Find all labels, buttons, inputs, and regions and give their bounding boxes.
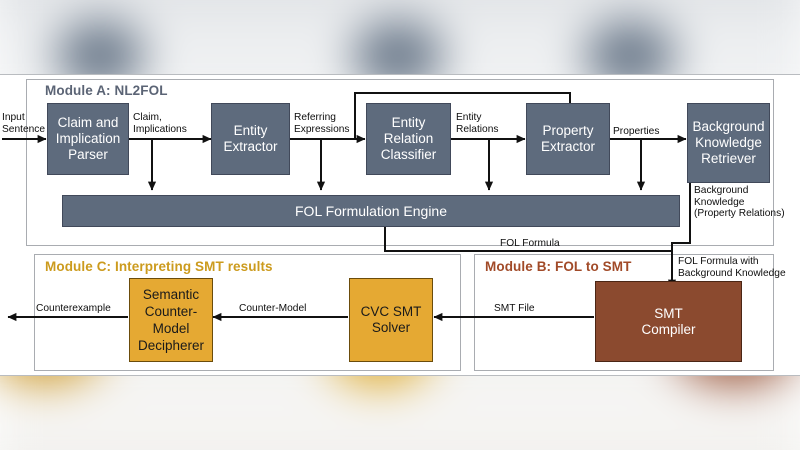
edge-label-fol-formula: FOL Formula: [500, 238, 560, 249]
node-claim-and-implication-parser[interactable]: Claim and Implication Parser: [47, 103, 129, 175]
backdrop-blur-layer: [0, 0, 800, 76]
edge-label-background-knowledge: Background Knowledge (Property Relations…: [694, 185, 785, 220]
edge-label-input-sentence: Input Sentence: [2, 112, 46, 135]
node-cvc-smt-solver[interactable]: CVC SMT Solver: [349, 278, 433, 362]
edge-label-referring-expressions: Referring Expressions: [294, 112, 350, 135]
edge-label-fol-formula-with-background-knowledge: FOL Formula with Background Knowledge: [678, 256, 786, 279]
edge-label-entity-relations: Entity Relations: [456, 112, 499, 135]
module-b-title: Module B: FOL to SMT: [485, 259, 632, 274]
module-a-container: [26, 79, 774, 246]
diagram-canvas: Module A: NL2FOL Module B: FOL to SMT Mo…: [0, 74, 800, 376]
node-fol-formulation-engine[interactable]: FOL Formulation Engine: [62, 195, 680, 227]
wire-fol-formula: [384, 227, 672, 252]
node-label: Semantic Counter- Model Decipherer: [137, 287, 205, 353]
node-entity-extractor[interactable]: Entity Extractor: [211, 103, 290, 175]
node-semantic-counter-model-decipherer[interactable]: Semantic Counter- Model Decipherer: [129, 278, 213, 362]
node-label: Claim and Implication Parser: [55, 115, 121, 162]
wire-background-knowledge-to-compiler: [667, 183, 691, 289]
node-label: SMT Compiler: [641, 305, 696, 337]
connector-wires: [2, 92, 691, 322]
module-a-title: Module A: NL2FOL: [45, 83, 168, 98]
edge-label-smt-file: SMT File: [494, 303, 535, 314]
edge-label-counterexample: Counterexample: [36, 303, 111, 314]
node-smt-compiler[interactable]: SMT Compiler: [595, 281, 742, 362]
node-entity-relation-classifier[interactable]: Entity Relation Classifier: [366, 103, 451, 175]
module-c-title: Module C: Interpreting SMT results: [45, 259, 273, 274]
node-label: Entity Relation Classifier: [380, 115, 437, 162]
module-c-container: [34, 254, 461, 371]
node-background-knowledge-retriever[interactable]: Background Knowledge Retriever: [687, 103, 770, 183]
node-property-extractor[interactable]: Property Extractor: [526, 103, 610, 175]
node-label: Background Knowledge Retriever: [692, 119, 765, 166]
node-label: Property Extractor: [540, 123, 595, 154]
blurred-backdrop-top: [0, 0, 800, 76]
backdrop-blur-layer: [0, 374, 800, 450]
node-label: CVC SMT Solver: [360, 304, 422, 335]
edge-label-claim-implications: Claim, Implications: [133, 112, 187, 135]
edge-label-counter-model: Counter-Model: [239, 303, 307, 314]
blurred-backdrop-bottom: [0, 374, 800, 450]
edge-label-properties: Properties: [613, 126, 660, 137]
node-label: FOL Formulation Engine: [295, 203, 447, 219]
module-b-container: [474, 254, 774, 371]
node-label: Entity Extractor: [223, 123, 278, 154]
